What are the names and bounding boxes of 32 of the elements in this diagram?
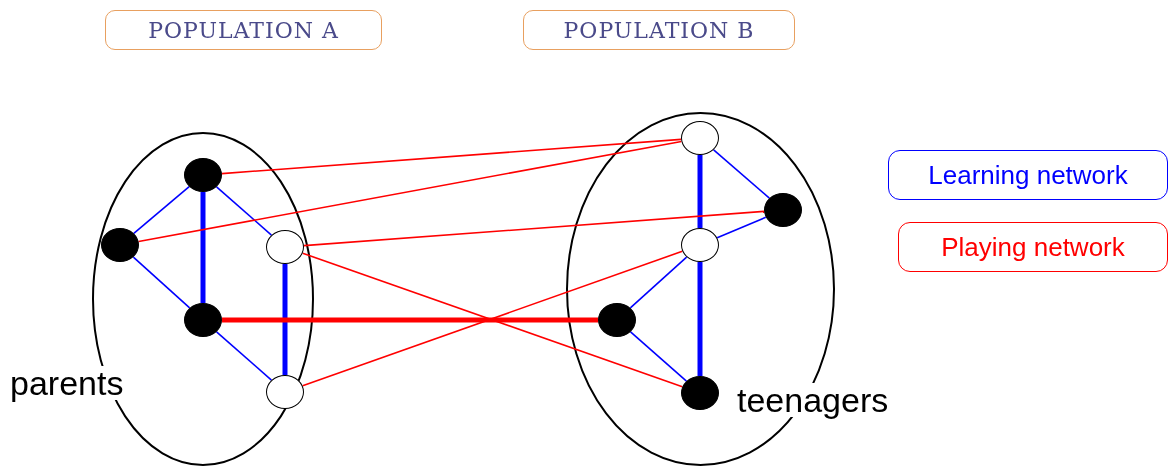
open-node bbox=[266, 230, 304, 264]
connector-line bbox=[200, 192, 206, 303]
connector-line bbox=[222, 317, 598, 323]
connector-line bbox=[716, 216, 767, 239]
connector-line bbox=[133, 185, 190, 235]
connector-line bbox=[215, 331, 273, 381]
connector-line bbox=[221, 138, 682, 175]
filled-node bbox=[184, 303, 222, 337]
connector-line bbox=[697, 262, 703, 376]
filled-node bbox=[598, 303, 636, 337]
filled-node bbox=[681, 376, 719, 410]
connector-line bbox=[137, 140, 683, 243]
connector-line bbox=[697, 155, 703, 228]
connector-line bbox=[132, 256, 191, 309]
filled-node bbox=[101, 228, 139, 262]
filled-node bbox=[184, 158, 222, 192]
connector-line bbox=[303, 210, 765, 247]
population-label: POPULATION A bbox=[105, 10, 382, 50]
connector-line bbox=[282, 264, 288, 375]
connector-line bbox=[629, 331, 688, 382]
connector-line bbox=[215, 186, 273, 236]
open-node bbox=[266, 375, 304, 409]
connector-line bbox=[712, 149, 771, 199]
legend-entry: Learning network bbox=[888, 150, 1168, 200]
open-node bbox=[681, 228, 719, 262]
filled-node bbox=[764, 193, 802, 227]
connector-line bbox=[629, 256, 688, 309]
open-node bbox=[681, 121, 719, 155]
group-label: parents bbox=[10, 366, 124, 400]
legend-entry: Playing network bbox=[898, 222, 1168, 272]
group-label: teenagers bbox=[737, 383, 889, 417]
population-label: POPULATION B bbox=[523, 10, 795, 50]
